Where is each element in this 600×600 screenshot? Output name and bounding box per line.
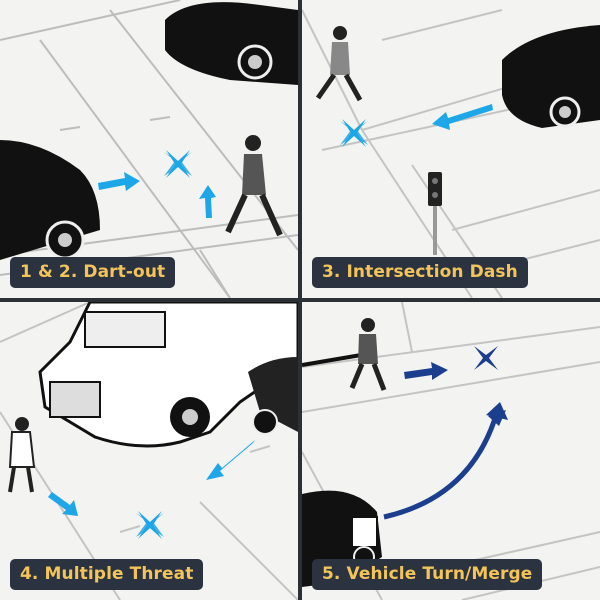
pedestrian-icon <box>349 318 387 391</box>
pedestrian-icon <box>225 135 283 237</box>
panel-multiple-threat: 4. Multiple Threat <box>0 302 298 600</box>
panel-label: 5. Vehicle Turn/Merge <box>312 559 543 590</box>
multiple-threat-illustration <box>0 302 298 600</box>
arrow-icon <box>48 440 255 516</box>
panel-label: 3. Intersection Dash <box>312 257 528 288</box>
panel-label: 4. Multiple Threat <box>10 559 204 590</box>
pedestrian-icon <box>315 26 363 102</box>
panel-dart-out: 1 & 2. Dart-out <box>0 0 298 298</box>
pedestrian-icon <box>8 417 36 493</box>
arrow-icon <box>98 172 216 218</box>
conflict-star-icon <box>164 150 192 178</box>
vehicle-turn-merge-illustration <box>302 302 600 600</box>
dart-out-illustration <box>0 0 298 298</box>
panel-intersection-dash: 3. Intersection Dash <box>302 0 600 298</box>
conflict-star-icon <box>474 346 498 370</box>
intersection-dash-illustration <box>302 9 600 298</box>
arrow-icon <box>432 104 493 130</box>
panel-label: 1 & 2. Dart-out <box>10 257 176 288</box>
traffic-signal-icon <box>428 172 442 255</box>
conflict-star-icon <box>136 511 164 539</box>
turn-arrow-icon <box>383 402 508 520</box>
arrow-icon <box>404 362 448 380</box>
car-icon <box>248 357 298 435</box>
car-icon <box>0 140 100 260</box>
car-icon <box>165 2 298 86</box>
car-icon <box>502 25 600 128</box>
panel-vehicle-turn-merge: 5. Vehicle Turn/Merge <box>302 302 600 600</box>
